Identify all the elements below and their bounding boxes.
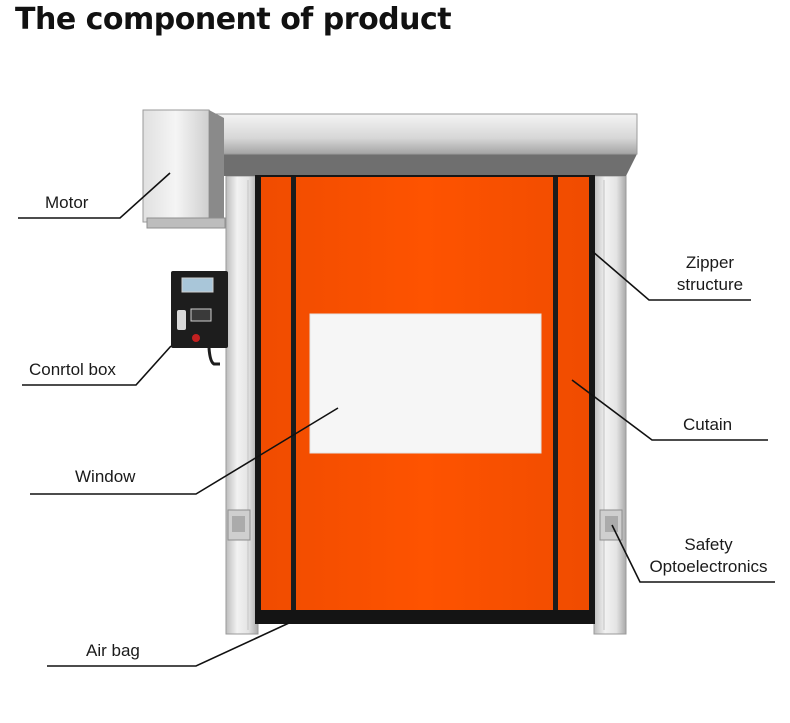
right-guide-pillar: [593, 175, 627, 635]
air-bag-bottom-edge: [255, 610, 595, 624]
air-bag-label: Air bag: [86, 641, 140, 660]
zipper-callout-line: [591, 250, 751, 301]
safety-label-line2: Optoelectronics: [649, 557, 768, 576]
callout-lines: [18, 172, 775, 667]
window-panel: [309, 313, 542, 454]
right-zipper-track: [553, 177, 558, 611]
control-box: [171, 271, 228, 366]
safety-label-line1: Safety: [684, 535, 733, 554]
control-box-callout-line: [22, 345, 172, 386]
zipper-label-line2: structure: [676, 275, 744, 294]
motor-label: Motor: [45, 193, 89, 212]
safety-callout-line: [611, 524, 775, 583]
top-hood: [211, 113, 638, 176]
left-photo-sensor: [227, 509, 251, 541]
zipper-structure-label: Zipper structure: [668, 252, 752, 296]
right-photo-sensor: [599, 509, 623, 541]
curtain-callout-line: [571, 379, 768, 441]
control-box-label: Conrtol box: [29, 360, 116, 379]
window-label: Window: [75, 467, 136, 486]
motor-callout-line: [18, 172, 171, 219]
safety-optoelectronics-label: Safety Optoelectronics: [640, 534, 777, 578]
air-bag-callout-line: [47, 622, 290, 667]
window-callout-line: [30, 407, 339, 495]
curtain-label: Cutain: [683, 415, 733, 434]
motor-unit: [142, 109, 226, 229]
zipper-label-line1: Zipper: [685, 253, 735, 272]
stop-button-icon: [192, 334, 200, 342]
left-zipper-track: [291, 177, 296, 611]
control-box-display: [181, 277, 214, 293]
page-title: The component of product: [15, 2, 452, 37]
left-guide-pillar: [225, 175, 259, 635]
